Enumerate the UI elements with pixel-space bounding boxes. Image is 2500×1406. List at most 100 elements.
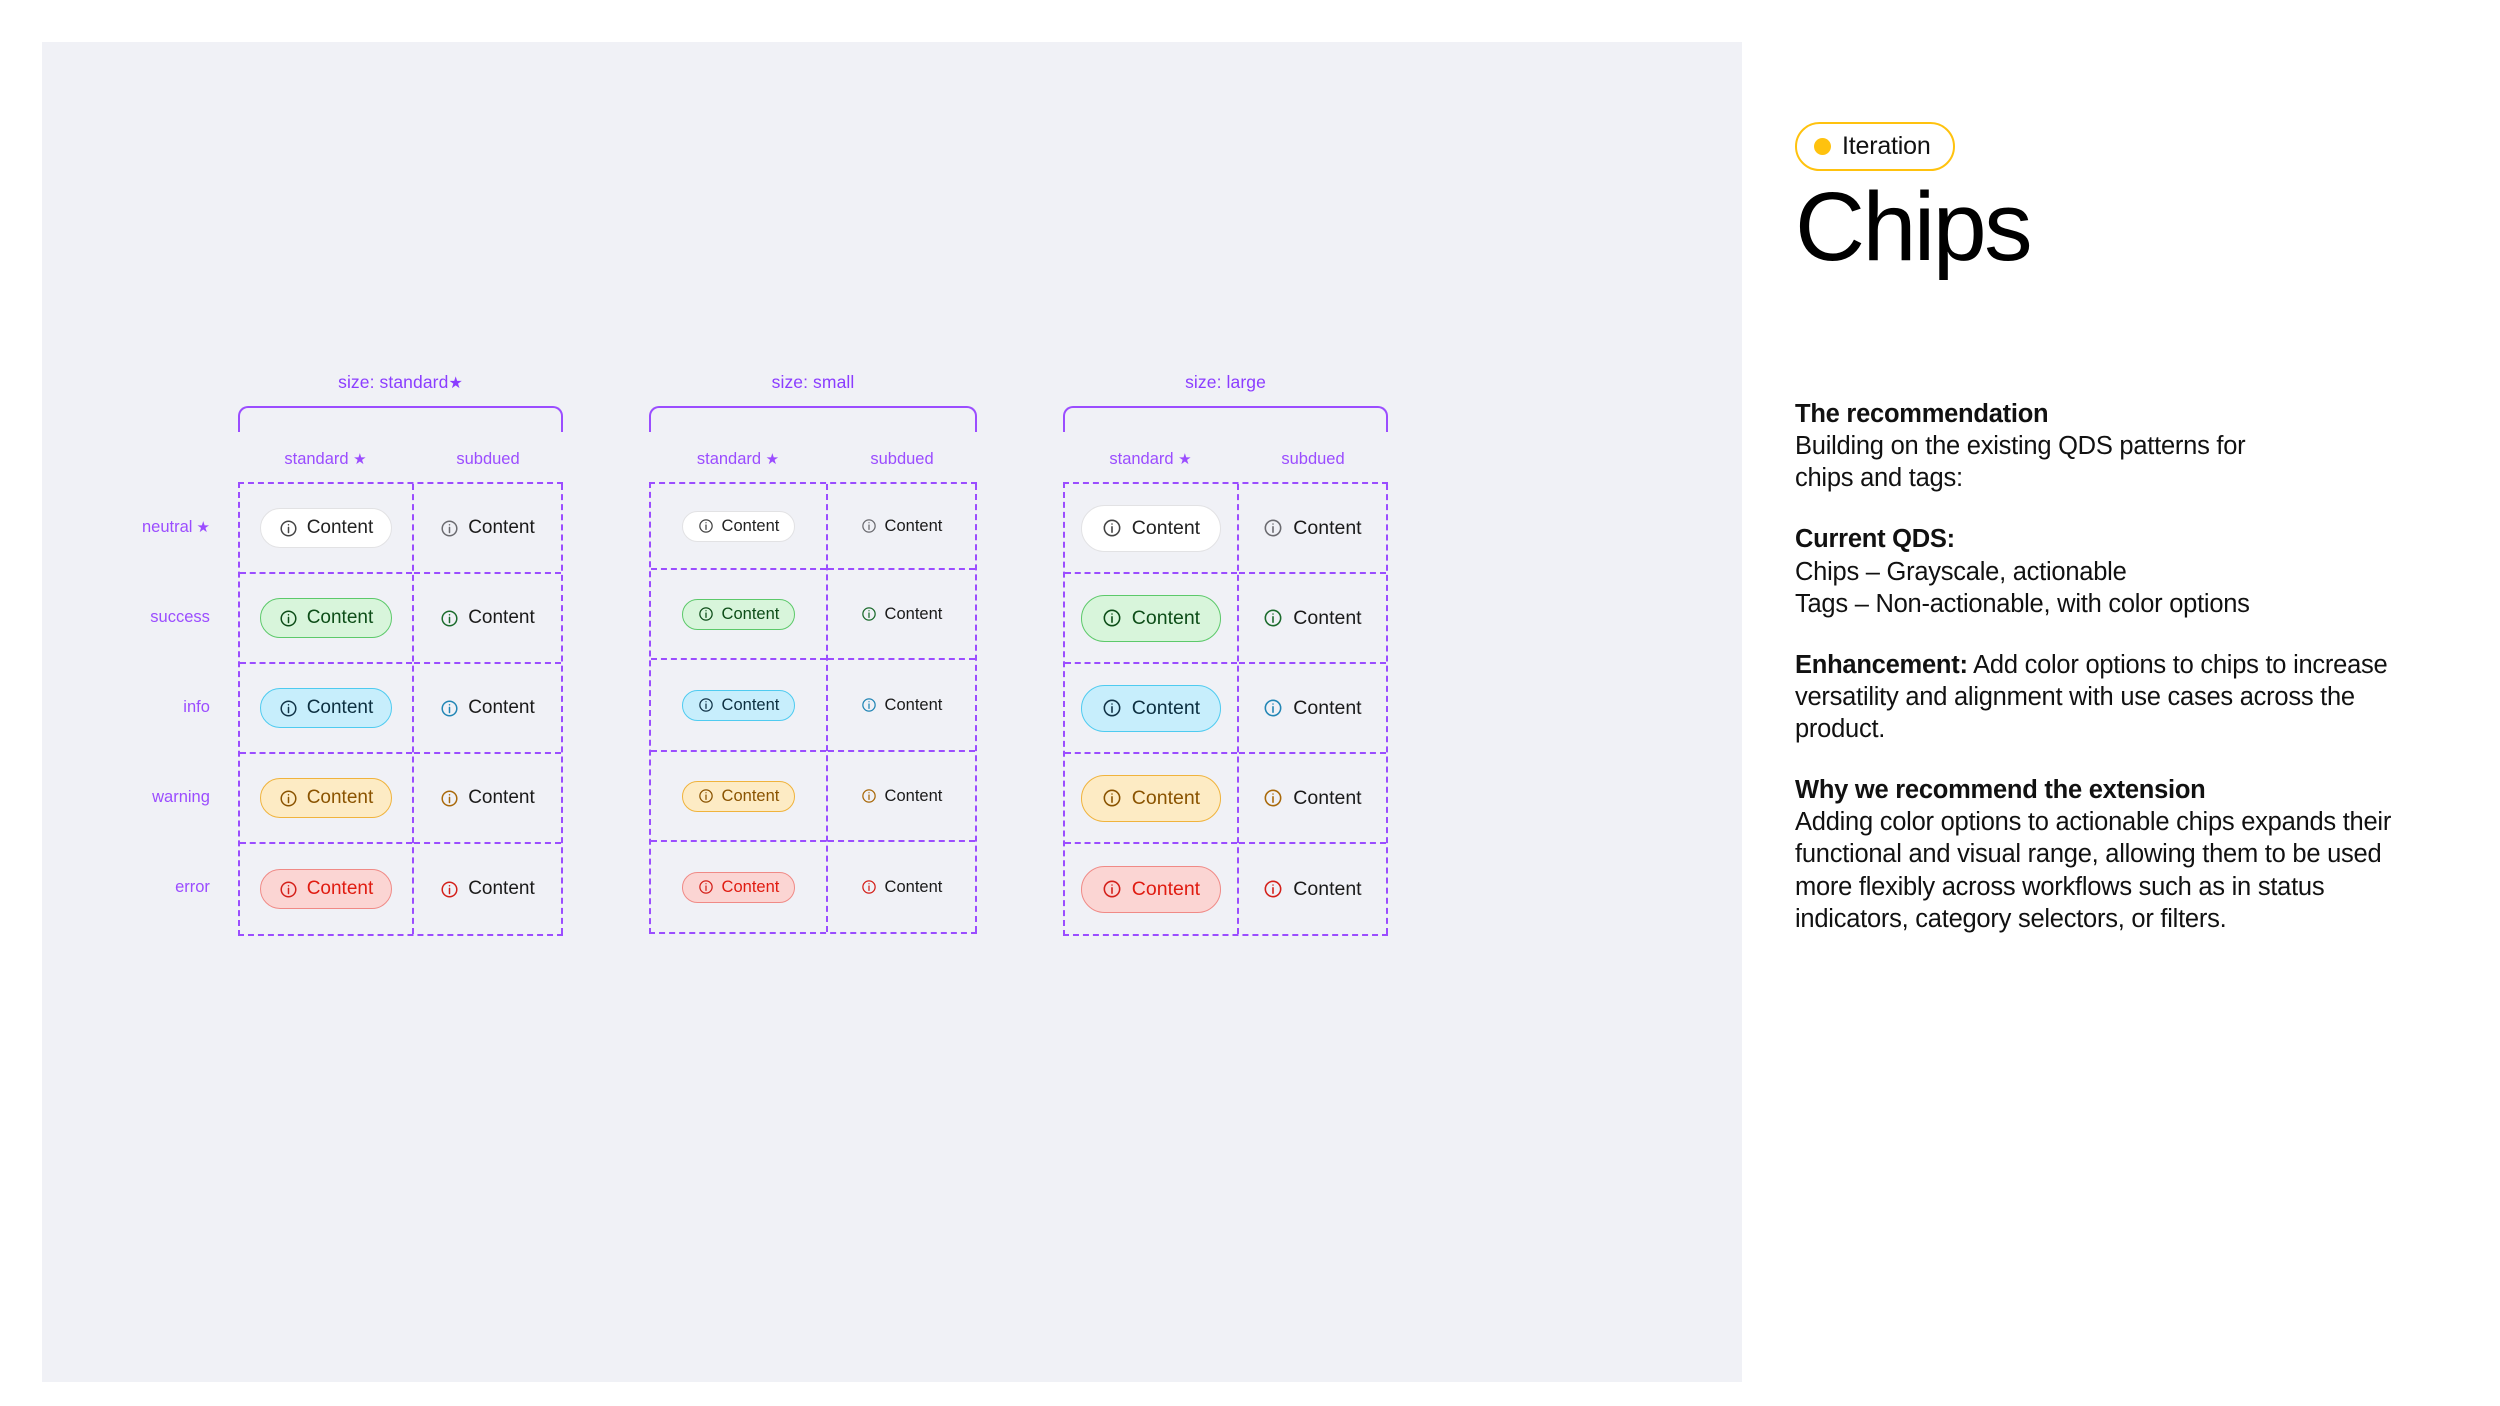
star-icon: ★	[196, 519, 210, 536]
chip-error-standard-large[interactable]: Content	[1080, 865, 1222, 913]
matrix-cell-success-subdued: Content	[1238, 574, 1386, 664]
chip-label: Content	[468, 517, 535, 538]
matrix-cell-neutral-standard: Content	[651, 484, 826, 570]
size-group-bracket	[649, 406, 977, 432]
column-header-row: standard ★subdued	[649, 450, 977, 469]
chip-label: Content	[1293, 606, 1362, 629]
matrix-cell-error-standard: Content	[1065, 844, 1237, 934]
chip-success-subdued-standard[interactable]: Content	[421, 598, 554, 638]
info-circle-icon	[698, 879, 714, 895]
chip-error-subdued-standard[interactable]: Content	[421, 869, 554, 909]
matrix-cell-info-subdued: Content	[1238, 664, 1386, 754]
iteration-badge-label: Iteration	[1842, 132, 1931, 160]
chip-error-subdued-large[interactable]: Content	[1242, 866, 1382, 913]
info-circle-icon	[279, 519, 298, 538]
star-icon: ★	[448, 375, 463, 392]
section-heading: The recommendation	[1795, 400, 2049, 428]
info-circle-icon	[279, 699, 298, 718]
matrix-column-subdued: Content Content Content Content Content	[827, 484, 977, 932]
chip-neutral-subdued-standard[interactable]: Content	[421, 508, 554, 548]
chip-matrix-large: Content Content Content Content Content …	[1063, 482, 1388, 936]
info-circle-icon	[1102, 608, 1122, 628]
info-circle-icon	[440, 880, 459, 899]
matrix-cell-info-standard: Content	[240, 664, 412, 754]
size-group-container: size: standard★standard ★subdued Content…	[142, 372, 1388, 936]
matrix-cell-neutral-standard: Content	[1065, 484, 1237, 574]
section-paragraph: Enhancement: Add color options to chips …	[1795, 649, 2435, 745]
chip-label: Content	[306, 787, 374, 808]
chip-success-standard-small[interactable]: Content	[681, 598, 796, 630]
chip-neutral-standard-large[interactable]: Content	[1080, 504, 1222, 552]
matrix-cell-error-standard: Content	[651, 842, 826, 932]
matrix-cell-warning-subdued: Content	[1238, 754, 1386, 844]
chip-label: Content	[884, 786, 943, 805]
chip-label: Content	[884, 695, 943, 714]
chip-label: Content	[1131, 516, 1201, 539]
chip-label: Content	[306, 878, 374, 899]
section-heading: Why we recommend the extension	[1795, 776, 2206, 805]
chip-label: Content	[884, 604, 943, 623]
chip-success-subdued-small[interactable]: Content	[845, 599, 959, 630]
chip-info-standard-large[interactable]: Content	[1080, 684, 1222, 732]
chip-warning-standard-small[interactable]: Content	[681, 780, 796, 812]
matrix-column-subdued: Content Content Content Content Content	[1238, 484, 1388, 934]
matrix-cell-neutral-subdued: Content	[1238, 484, 1386, 574]
row-label-info: info	[183, 697, 210, 716]
chip-warning-subdued-large[interactable]: Content	[1242, 775, 1382, 822]
star-icon: ★	[353, 451, 367, 468]
matrix-column-subdued: Content Content Content Content Content	[413, 484, 563, 934]
chip-info-standard-standard[interactable]: Content	[259, 688, 393, 728]
chip-neutral-standard-small[interactable]: Content	[681, 510, 796, 542]
chip-error-standard-standard[interactable]: Content	[259, 869, 393, 909]
chip-success-standard-large[interactable]: Content	[1080, 594, 1222, 642]
info-circle-icon	[440, 699, 459, 718]
size-group-bracket	[238, 406, 563, 432]
matrix-cell-neutral-standard: Content	[240, 484, 412, 574]
chip-warning-standard-standard[interactable]: Content	[259, 778, 393, 818]
matrix-cell-error-subdued: Content	[828, 842, 975, 932]
info-circle-icon	[861, 518, 877, 534]
chip-error-standard-small[interactable]: Content	[681, 871, 796, 903]
chip-label: Content	[1131, 606, 1201, 629]
info-circle-icon	[440, 519, 459, 538]
chip-info-subdued-small[interactable]: Content	[845, 690, 959, 721]
chip-neutral-subdued-small[interactable]: Content	[845, 511, 959, 542]
size-group-standard: size: standard★standard ★subdued Content…	[142, 372, 563, 936]
matrix-cell-neutral-subdued: Content	[827, 484, 975, 570]
chip-label: Content	[721, 516, 780, 535]
chip-info-subdued-standard[interactable]: Content	[421, 688, 554, 728]
chip-warning-standard-large[interactable]: Content	[1080, 774, 1222, 822]
size-group-bracket	[1063, 406, 1388, 432]
chip-label: Content	[306, 697, 374, 718]
matrix-cell-warning-standard: Content	[240, 754, 412, 844]
chip-warning-subdued-standard[interactable]: Content	[421, 778, 554, 818]
chip-success-subdued-large[interactable]: Content	[1242, 595, 1382, 642]
info-circle-icon	[1102, 879, 1122, 899]
matrix-cell-info-subdued: Content	[827, 660, 975, 752]
chip-info-standard-small[interactable]: Content	[681, 689, 796, 721]
chips-spec-panel: size: standard★standard ★subdued Content…	[42, 42, 1742, 1382]
column-header-standard: standard ★	[696, 450, 780, 468]
chip-warning-subdued-small[interactable]: Content	[845, 781, 959, 812]
star-icon: ★	[1178, 451, 1192, 468]
paragraph-gap	[1795, 620, 2435, 649]
chip-neutral-standard-standard[interactable]: Content	[259, 508, 393, 548]
chip-info-subdued-large[interactable]: Content	[1242, 685, 1382, 732]
chip-error-subdued-small[interactable]: Content	[845, 872, 959, 903]
chip-label: Content	[721, 604, 780, 623]
chip-success-standard-standard[interactable]: Content	[259, 598, 393, 638]
section-inline-text: Add color options to chips to increase v…	[1795, 650, 2388, 743]
matrix-cell-success-subdued: Content	[827, 570, 975, 660]
chip-label: Content	[721, 695, 780, 714]
chip-label: Content	[1131, 877, 1201, 900]
row-label-neutral: neutral★	[142, 517, 210, 537]
section-line: Chips – Grayscale, actionable	[1795, 557, 2127, 586]
info-circle-icon	[1102, 698, 1122, 718]
chip-neutral-subdued-large[interactable]: Content	[1242, 505, 1382, 552]
info-circle-icon	[861, 606, 877, 622]
